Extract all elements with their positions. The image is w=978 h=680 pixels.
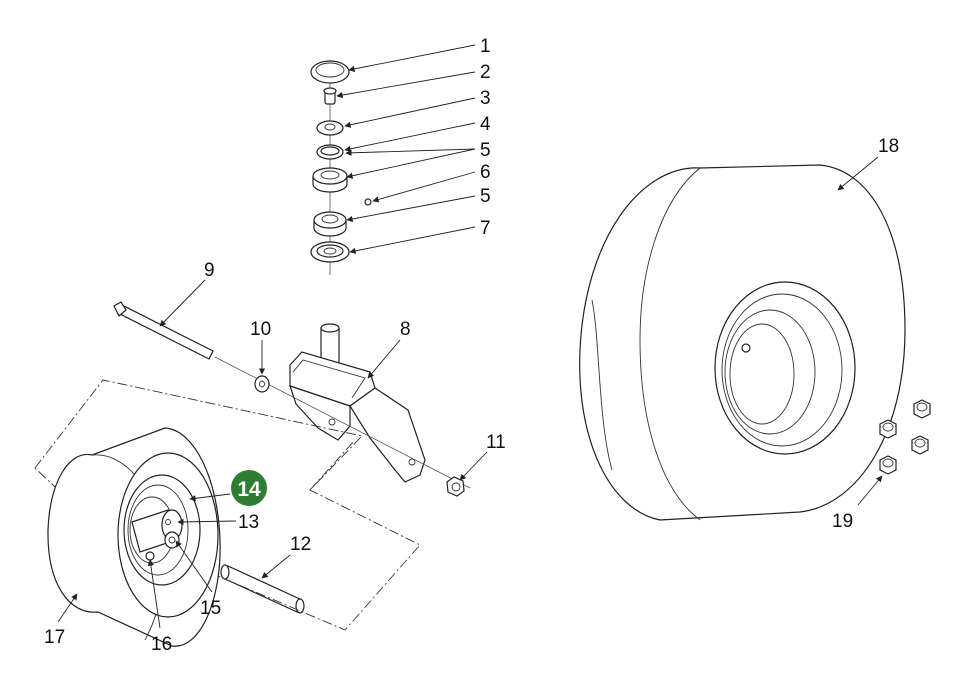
caster-wheel[interactable] <box>47 427 221 647</box>
callout-17: 17 <box>44 627 65 648</box>
highlighted-callout-14[interactable]: 14 <box>231 470 267 506</box>
callout-19: 19 <box>832 511 853 532</box>
drive-wheel[interactable] <box>579 164 906 521</box>
callout-12: 12 <box>290 534 311 555</box>
leader-lines <box>57 44 883 629</box>
snap-ring[interactable] <box>316 144 344 160</box>
callout-3: 3 <box>480 88 491 109</box>
callout-labels: 1 2 3 4 5 6 5 7 8 9 10 11 12 13 15 16 17… <box>44 36 899 655</box>
callout-10: 10 <box>250 319 271 340</box>
callout-8: 8 <box>400 319 411 340</box>
callout-4: 4 <box>480 114 491 135</box>
callout-9: 9 <box>204 260 215 281</box>
callout-5-b: 5 <box>480 186 491 207</box>
callout-14: 14 <box>237 478 261 501</box>
spindle-stack <box>310 60 372 275</box>
callout-2: 2 <box>480 62 491 83</box>
caster-fork[interactable] <box>289 323 426 483</box>
callout-15: 15 <box>200 598 221 619</box>
axle-washer[interactable] <box>254 375 270 393</box>
bearing-seal[interactable] <box>310 241 350 263</box>
callout-18: 18 <box>878 136 899 157</box>
dust-cap[interactable] <box>310 60 350 84</box>
lug-nuts[interactable] <box>879 399 931 475</box>
callout-13: 13 <box>238 512 259 533</box>
callout-6: 6 <box>480 162 491 183</box>
callout-7: 7 <box>480 218 491 239</box>
highlight-badge <box>231 470 267 506</box>
callout-5-a: 5 <box>480 140 491 161</box>
upper-bearing[interactable] <box>312 167 348 193</box>
grease-fitting[interactable] <box>364 198 372 206</box>
spacer-tube[interactable] <box>220 564 305 614</box>
callout-1: 1 <box>480 36 491 57</box>
flat-washer[interactable] <box>316 120 344 136</box>
cap-bolt[interactable] <box>323 87 337 105</box>
lock-nut[interactable] <box>446 476 465 497</box>
lower-bearing[interactable] <box>313 211 347 237</box>
callout-11: 11 <box>486 432 506 453</box>
callout-16: 16 <box>151 634 172 655</box>
